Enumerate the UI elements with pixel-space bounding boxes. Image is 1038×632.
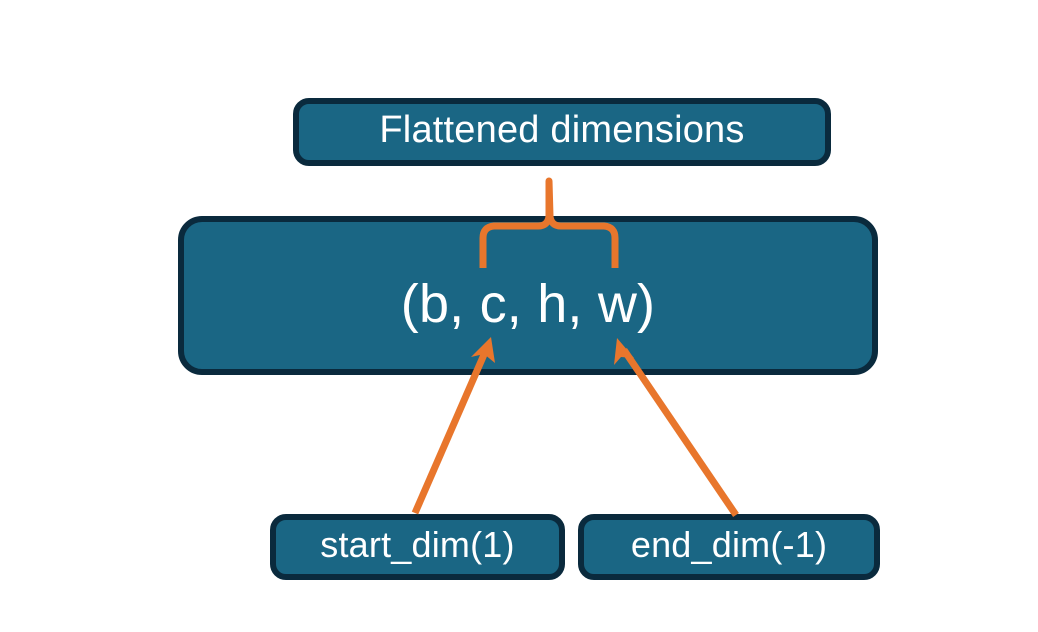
node-tensor-shape[interactable]: (b, c, h, w) [178,216,878,375]
node-flattened-dimensions[interactable]: Flattened dimensions [293,98,831,166]
node-end-dim-label: end_dim(-1) [630,524,828,565]
node-tensor-shape-label: (b, c, h, w) [400,273,656,334]
node-flattened-dimensions-label: Flattened dimensions [379,109,745,151]
node-start-dim-label: start_dim(1) [320,524,515,565]
node-start-dim[interactable]: start_dim(1) [270,514,565,580]
node-end-dim[interactable]: end_dim(-1) [578,514,880,580]
